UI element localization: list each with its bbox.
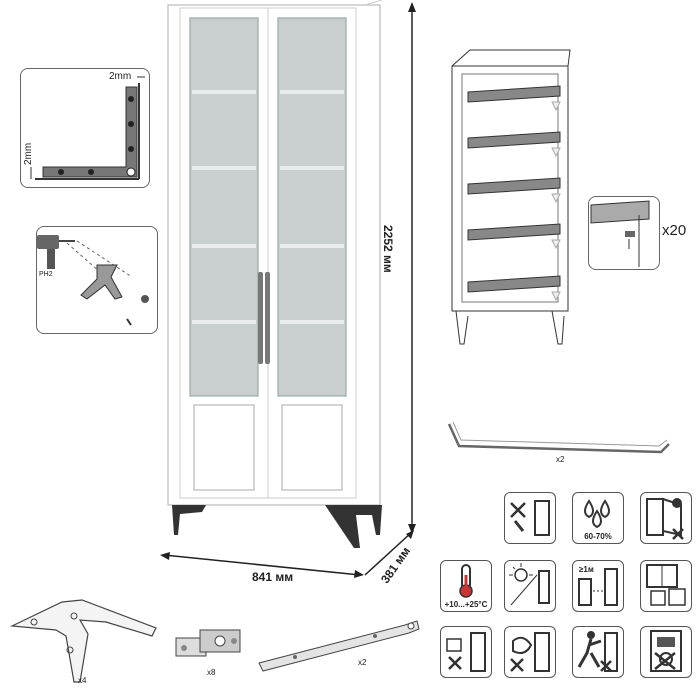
no-abrasive-icon	[504, 626, 556, 678]
legs-assembly-panel: x4 PH2	[36, 226, 158, 334]
handle-drawing	[447, 421, 670, 454]
hinge-qty-label: x8	[207, 668, 216, 677]
temperature-icon: +10...+25°C	[440, 560, 492, 612]
no-hanging-icon	[572, 626, 624, 678]
leg-qty-label: x4	[78, 676, 87, 685]
handle-qty-label: x2	[556, 455, 565, 464]
shelf-pin-detail-panel	[588, 196, 660, 270]
shelf-pin-qty-label: x20	[662, 222, 687, 239]
cabinet-drawing	[160, 0, 416, 578]
screwdriver-label: PH2	[39, 271, 53, 278]
corner-detail-panel: 2mm 2mm	[20, 68, 150, 188]
gap-top-label: 2mm	[109, 71, 132, 82]
no-chemicals-icon	[440, 626, 492, 678]
leg-part-drawing	[9, 599, 157, 683]
hinge-part-drawing	[175, 629, 241, 657]
height-label: 2252 мм	[381, 225, 395, 273]
corner-bracket-drawing	[30, 76, 145, 180]
no-heavy-objects-icon	[640, 626, 692, 678]
gap-side-label: 2mm	[23, 142, 34, 165]
windows-icon	[640, 560, 692, 612]
width-label: 841 мм	[252, 570, 294, 584]
humidity-icon: 60-70%	[572, 492, 624, 544]
no-direct-sunlight-icon	[504, 560, 556, 612]
strap-qty-label: x2	[358, 658, 367, 667]
shelf-pin-drawing	[590, 200, 650, 267]
legs-assembly-drawing	[37, 235, 149, 326]
strap-part-drawing	[258, 620, 420, 672]
no-wet-cleaning-icon	[504, 492, 556, 544]
no-overload-door-icon	[640, 492, 692, 544]
heater-distance-icon: ≥1м	[572, 560, 624, 612]
shelf-installation-drawing	[451, 49, 571, 345]
